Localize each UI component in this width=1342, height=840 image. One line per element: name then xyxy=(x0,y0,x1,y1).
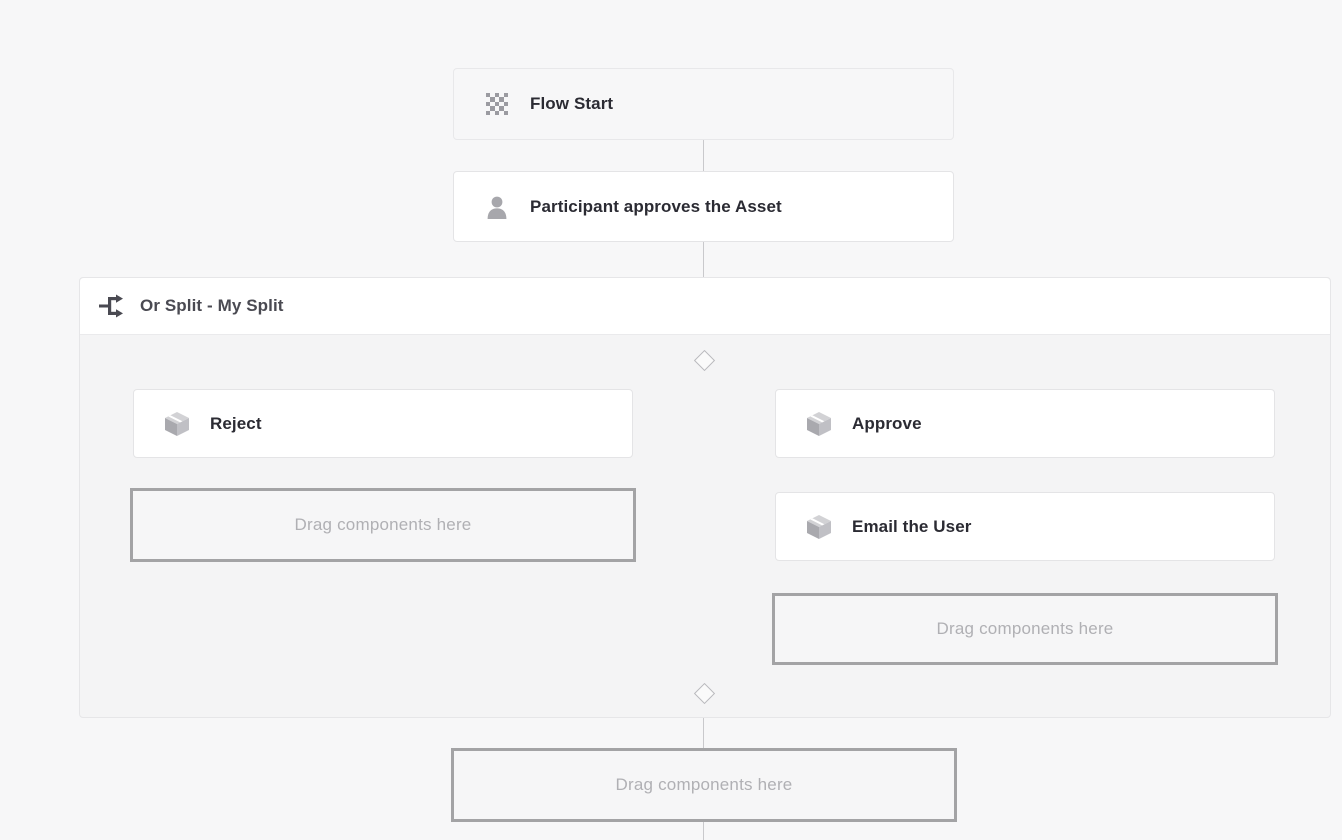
package-icon xyxy=(802,510,836,544)
node-flow-start[interactable]: Flow Start xyxy=(453,68,954,140)
connector-bottom-dropzone-out xyxy=(703,822,704,840)
node-email-the-user[interactable]: Email the User xyxy=(775,492,1275,561)
node-participant-approves-asset[interactable]: Participant approves the Asset xyxy=(453,171,954,242)
dropzone-left-branch-placeholder: Drag components here xyxy=(294,515,472,534)
node-flow-start-label: Flow Start xyxy=(530,94,614,113)
checkered-flag-icon xyxy=(480,87,514,121)
connector-participant-to-split xyxy=(703,241,704,277)
connector-start-to-participant xyxy=(703,140,704,180)
node-approve[interactable]: Approve xyxy=(775,389,1275,458)
node-email-the-user-label: Email the User xyxy=(852,516,972,536)
or-split-header[interactable]: Or Split - My Split xyxy=(80,278,1330,335)
package-icon xyxy=(802,407,836,441)
connector-fanin-to-bottom-dropzone xyxy=(703,694,704,748)
dropzone-bottom-placeholder: Drag components here xyxy=(615,775,793,794)
package-icon xyxy=(160,407,194,441)
dropzone-right-branch-placeholder: Drag components here xyxy=(936,619,1114,638)
dropzone-right-branch[interactable]: Drag components here xyxy=(772,593,1278,665)
node-participant-label: Participant approves the Asset xyxy=(530,196,782,216)
node-approve-label: Approve xyxy=(852,413,922,433)
dropzone-left-branch[interactable]: Drag components here xyxy=(130,488,636,562)
node-reject[interactable]: Reject xyxy=(133,389,633,458)
node-reject-label: Reject xyxy=(210,413,262,433)
person-icon xyxy=(480,190,514,224)
or-split-title: Or Split - My Split xyxy=(140,296,284,315)
dropzone-bottom[interactable]: Drag components here xyxy=(451,748,957,822)
split-arrow-icon xyxy=(97,291,127,321)
